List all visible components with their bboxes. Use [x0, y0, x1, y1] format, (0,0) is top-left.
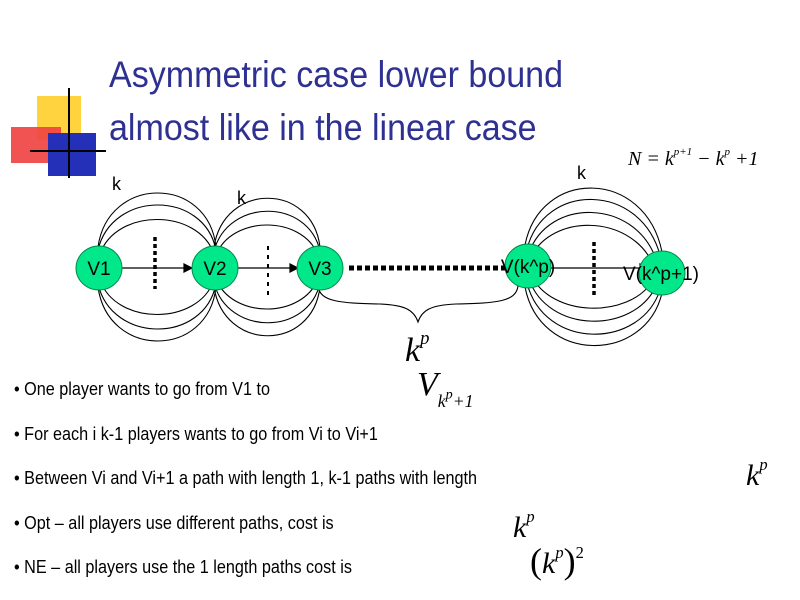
path-arc [528, 211, 657, 260]
path-arc [213, 197, 321, 248]
v-target-sub-base: k [437, 391, 446, 412]
bullet-dot-icon: • [14, 379, 20, 399]
title-line-2: almost like in the linear case [109, 107, 537, 148]
path-arc [99, 218, 215, 255]
n-formula-exp2: p [724, 146, 731, 158]
deco-square-blue [48, 133, 96, 176]
path-arc [215, 224, 319, 256]
deco-line-horizontal [30, 150, 106, 152]
path-arc [213, 286, 321, 337]
kp-center-base: k [405, 331, 421, 369]
bullet-item: •Opt – all players use different paths, … [14, 513, 334, 534]
path-arc [530, 224, 653, 263]
title-line-1: Asymmetric case lower bound [109, 54, 564, 95]
arrow-head [183, 263, 194, 273]
node-v2 [191, 245, 239, 291]
kp-right-exp: p [759, 455, 768, 474]
path-arc [213, 282, 321, 324]
bullet-text: NE – all players use the 1 length paths … [24, 557, 352, 577]
path-arc [526, 282, 661, 335]
node-label-v3: V3 [308, 259, 331, 280]
path-arc [97, 204, 217, 251]
kp-opt: kp [513, 507, 535, 545]
path-arc [97, 192, 217, 248]
path-arc [99, 279, 215, 316]
v-target-sub-tail: +1 [452, 391, 474, 412]
node-v3 [296, 245, 344, 291]
n-formula: N = kp+1 − kp +1 [628, 146, 759, 171]
node-v1 [75, 245, 123, 291]
bullet-text: For each i k-1 players wants to go from … [24, 424, 378, 444]
path-arc [97, 286, 217, 342]
node-label-vkp: V(k^p) [501, 257, 555, 278]
bullet-dot-icon: • [14, 557, 20, 577]
kp-ne-base: k [542, 547, 556, 580]
kp-ne-exp: p [555, 543, 564, 563]
bullet-item: •NE – all players use the 1 length paths… [14, 557, 352, 578]
kp-right: kp [746, 455, 768, 493]
node-label-v1: V1 [87, 259, 110, 280]
node-vkp [504, 243, 552, 289]
bullet-text: One player wants to go from V1 to [24, 379, 271, 399]
bullet-dot-icon: • [14, 513, 20, 533]
kp-ne-open: ( [530, 541, 542, 581]
node-label-vkp1: V(k^p+1) [623, 264, 699, 285]
v-target-base: V [417, 366, 438, 403]
bullet-item: •For each i k-1 players wants to go from… [14, 424, 378, 445]
path-arc [524, 187, 663, 253]
bullet-text: Between Vi and Vi+1 a path with length 1… [24, 468, 478, 488]
brace [317, 285, 519, 324]
path-arc [528, 278, 657, 322]
k-label: k [577, 163, 587, 183]
k-label: k [112, 174, 122, 194]
path-arc [526, 198, 661, 256]
bullet-text: Opt – all players use different paths, c… [24, 513, 334, 533]
kp-opt-base: k [513, 510, 527, 544]
kp-right-base: k [746, 458, 760, 492]
bullet-item: •One player wants to go from V1 to [14, 379, 270, 400]
kp-center-exp: p [420, 328, 430, 349]
v-target-sub-exp: p [445, 386, 453, 403]
path-arc [97, 283, 217, 330]
k-label: k [237, 188, 247, 208]
path-arc [530, 274, 653, 309]
n-formula-exp1: p+1 [673, 146, 693, 158]
path-arc [524, 286, 663, 346]
n-formula-lhs: N = k [628, 147, 674, 170]
bullet-item: •Between Vi and Vi+1 a path with length … [14, 468, 477, 489]
path-arc [213, 210, 321, 252]
node-label-v2: V2 [203, 259, 226, 280]
bullet-dot-icon: • [14, 424, 20, 444]
bullet-dot-icon: • [14, 468, 20, 488]
kp-ne: (kp)2 [530, 540, 584, 582]
kp-ne-power: 2 [575, 543, 584, 563]
arrow-head [289, 263, 300, 273]
n-formula-mid: − k [692, 147, 725, 170]
path-arc [215, 278, 319, 310]
n-formula-tail: +1 [730, 147, 759, 170]
deco-line-vertical [68, 88, 70, 178]
node-vkp1 [638, 250, 686, 296]
kp-opt-exp: p [526, 507, 535, 526]
kp-center: kp [405, 328, 429, 370]
v-target: Vkp+1 [417, 366, 473, 412]
kp-ne-close: ) [563, 541, 576, 581]
